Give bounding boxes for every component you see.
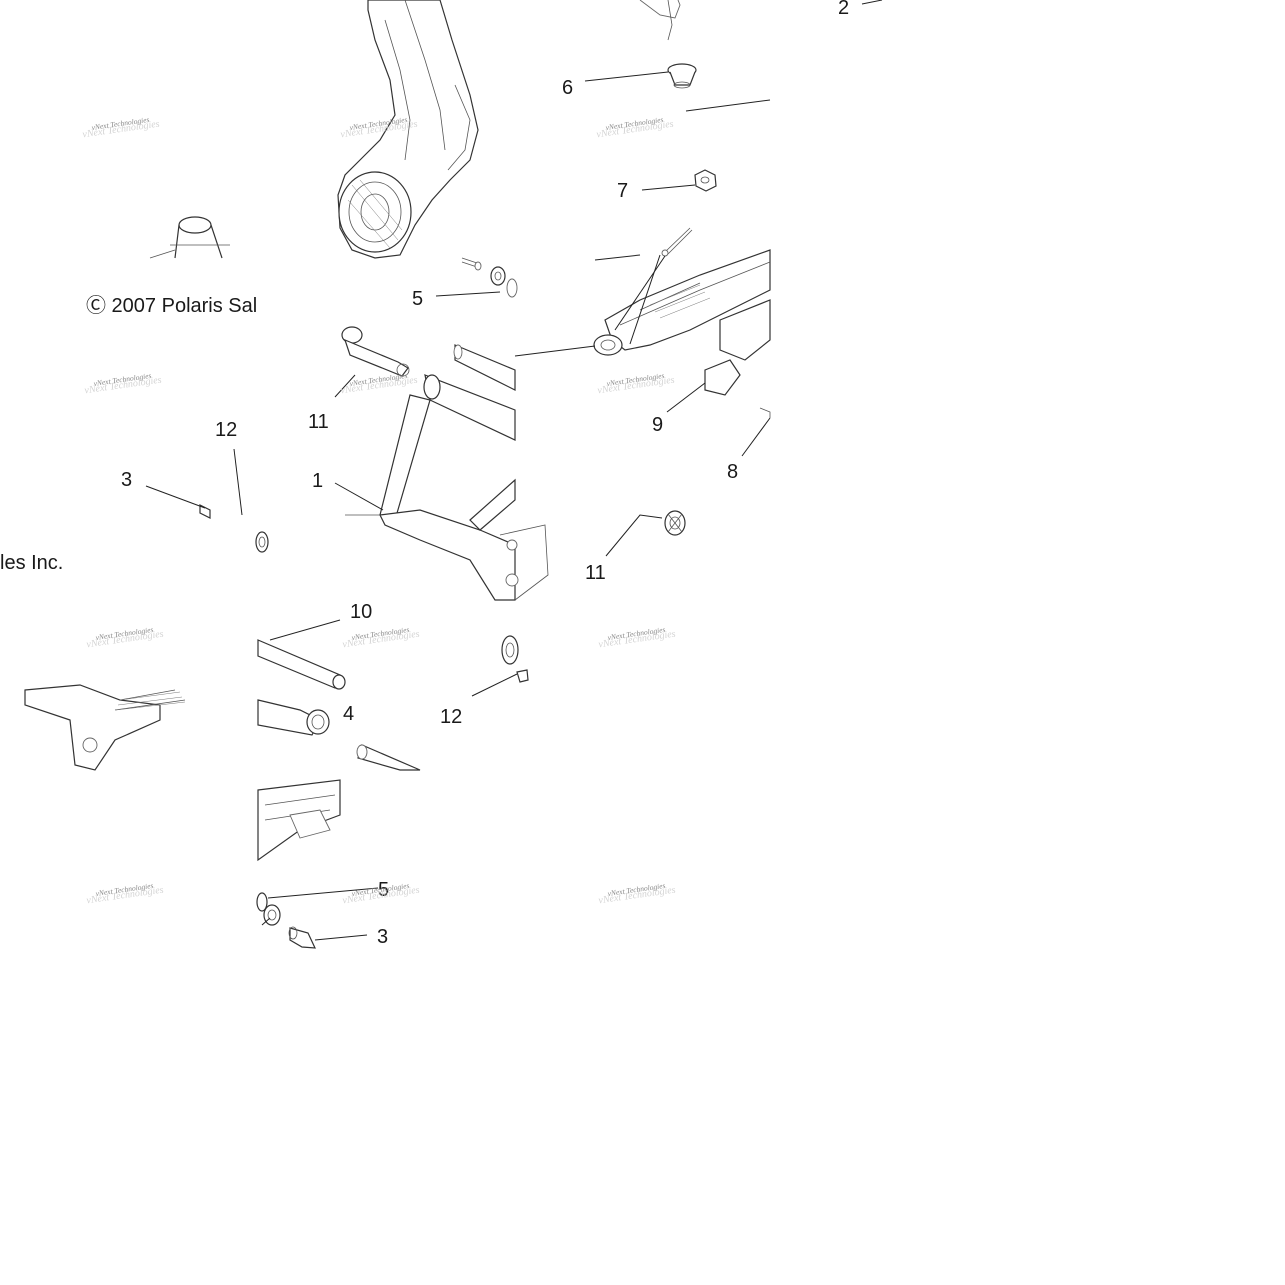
bolt-fragment — [759, 407, 771, 418]
callout-12: 12 — [440, 706, 462, 728]
callout-11: 11 — [585, 562, 606, 584]
frame-fragment-lower-left — [24, 684, 186, 771]
washer-bolt-bottom — [256, 892, 316, 949]
watermarks: vNext Technologies vNext Technologies vN… — [82, 115, 677, 906]
bolt-washer-upper-left — [199, 504, 269, 553]
callout-labels: 2 6 7 5 11 12 3 1 9 8 11 10 4 12 5 3 — [121, 0, 849, 948]
steering-knuckle — [337, 0, 479, 259]
lower-a-arm — [345, 344, 549, 601]
callout-6: 6 — [562, 77, 573, 99]
copyright-text-right: les Inc. — [0, 552, 63, 574]
nut-part — [694, 169, 717, 192]
washer-bolt-lower-center — [501, 635, 529, 683]
callout-4: 4 — [343, 703, 354, 725]
bushing-lower-right — [664, 510, 686, 536]
callout-9: 9 — [652, 414, 663, 436]
callout-5: 5 — [412, 288, 423, 310]
pivot-tube-lower — [356, 744, 421, 771]
callout-11: 11 — [308, 411, 329, 433]
ball-joint-upper — [461, 257, 518, 298]
callout-2: 2 — [838, 0, 849, 19]
callout-8: 8 — [727, 461, 738, 483]
callout-3: 3 — [377, 926, 388, 948]
upper-part-fragment — [639, 0, 681, 41]
copyright-text-left: Ⓒ 2007 Polaris Sal — [86, 294, 257, 317]
callout-5: 5 — [378, 879, 389, 901]
callout-1: 1 — [312, 470, 323, 492]
callout-10: 10 — [350, 601, 372, 623]
pivot-shaft — [257, 639, 346, 736]
callout-7: 7 — [617, 180, 628, 202]
grommet-part — [667, 63, 697, 89]
pivot-bushing — [341, 326, 410, 377]
copyright-notice: Ⓒ 2007 Polaris Sal les Inc. — [0, 294, 257, 574]
upper-left-part — [149, 216, 230, 259]
callout-3: 3 — [121, 469, 132, 491]
leader-lines — [145, 0, 883, 941]
cotter-pin — [661, 227, 693, 257]
callout-12: 12 — [215, 419, 237, 441]
frame-fragment-lower-center — [257, 779, 341, 862]
upper-a-arm — [593, 249, 771, 396]
